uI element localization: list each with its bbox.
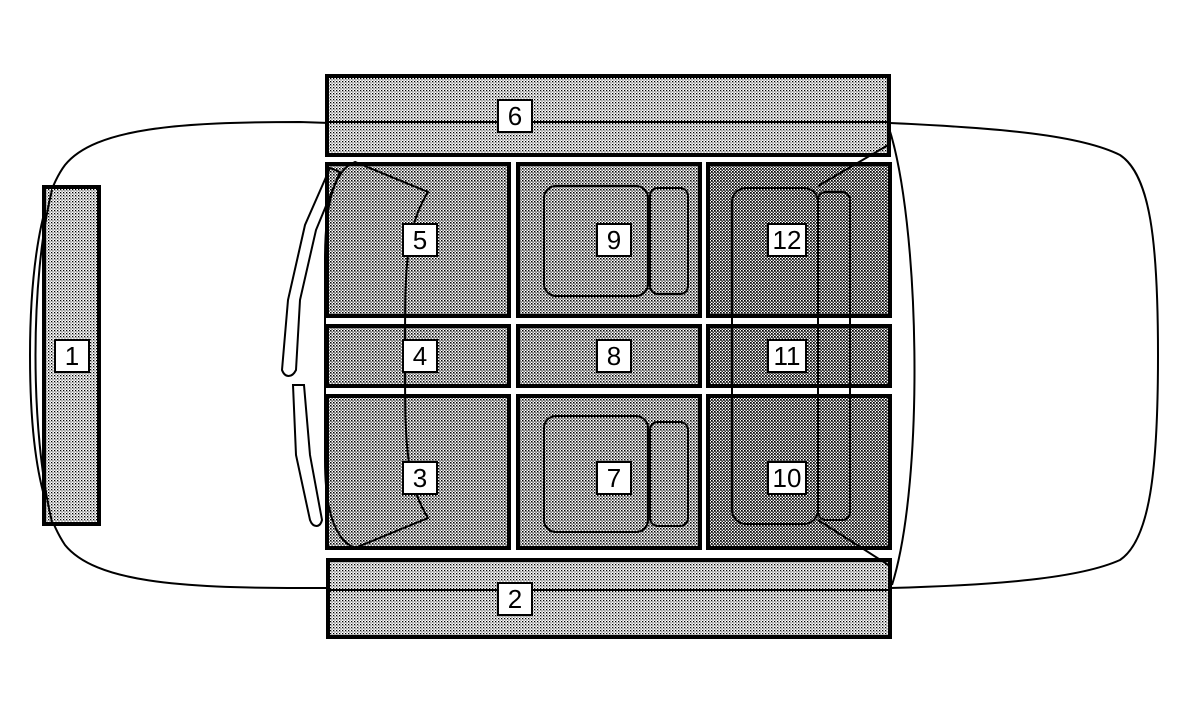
rear-window-curve	[887, 124, 916, 586]
zone-label-12-text: 12	[773, 225, 802, 255]
rear-bench-back	[817, 191, 851, 521]
zone-label-9-text: 9	[607, 225, 621, 255]
zone-label-7-text: 7	[607, 463, 621, 493]
zone-2-area[interactable]	[326, 558, 892, 639]
zone-label-6: 6	[497, 99, 533, 133]
seat-7-cushion	[543, 415, 649, 533]
zone-label-5-text: 5	[413, 225, 427, 255]
front-bumper-curve	[34, 189, 53, 523]
hood-outline	[324, 160, 430, 550]
zone-4-area[interactable]	[325, 324, 511, 388]
zone-label-2: 2	[497, 582, 533, 616]
zone-label-8: 8	[596, 339, 632, 373]
rear-pillar-upper	[817, 143, 891, 187]
zone-label-10-text: 10	[773, 463, 802, 493]
zone-label-9: 9	[596, 223, 632, 257]
zone-label-6-text: 6	[508, 101, 522, 131]
zone-label-11-text: 11	[774, 341, 801, 371]
wiper-upper	[280, 166, 342, 377]
zone-label-10: 10	[767, 461, 807, 495]
zone-label-3-text: 3	[413, 463, 427, 493]
seat-9-cushion	[543, 185, 649, 297]
wiper-lower	[291, 384, 324, 527]
zone-label-3: 3	[402, 461, 438, 495]
zone-6-area[interactable]	[325, 74, 891, 157]
zone-label-4-text: 4	[413, 341, 427, 371]
zone-label-5: 5	[402, 223, 438, 257]
zone-label-1: 1	[54, 339, 90, 373]
zone-label-1-text: 1	[65, 341, 79, 371]
zone-label-11: 11	[767, 339, 807, 373]
seat-7-back	[649, 421, 689, 527]
seat-9-back	[649, 187, 689, 295]
zone-label-7: 7	[596, 461, 632, 495]
zone-label-2-text: 2	[508, 584, 522, 614]
zone-label-12: 12	[767, 223, 807, 257]
rear-pillar-lower	[817, 519, 891, 567]
zone-label-8-text: 8	[607, 341, 621, 371]
zone-label-4: 4	[402, 339, 438, 373]
